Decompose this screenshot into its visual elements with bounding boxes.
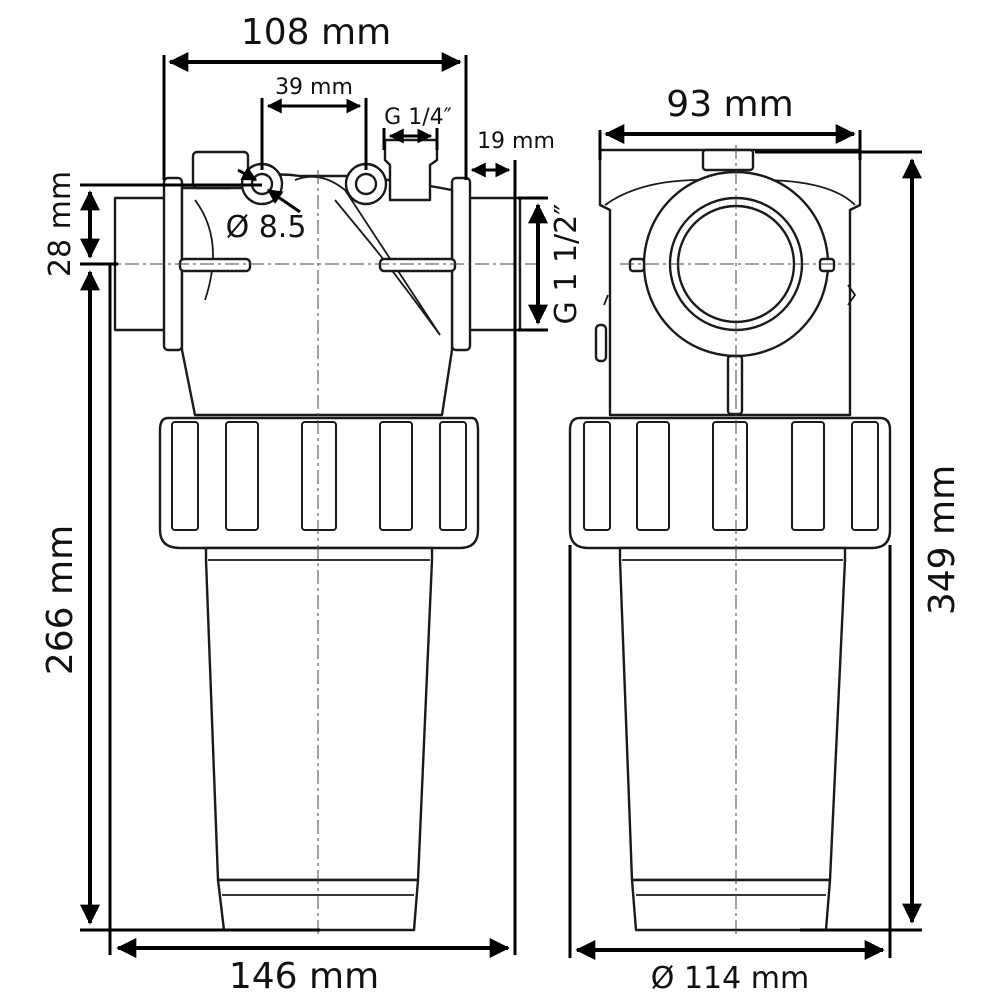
side-top-port <box>701 148 755 172</box>
label-93mm: 93 mm <box>666 84 793 125</box>
front-gauge-port <box>383 138 439 202</box>
label-g-one-half: G 1 1/2″ <box>549 204 584 325</box>
label-bowl-diameter: Ø 114 mm <box>651 961 809 996</box>
front-head-body <box>180 173 454 417</box>
label-108mm: 108 mm <box>241 12 391 53</box>
label-266mm: 266 mm <box>40 525 81 675</box>
label-port-diameter: Ø 8.5 <box>226 210 307 245</box>
side-bowl-base <box>630 878 832 932</box>
side-rib <box>726 354 744 416</box>
front-left-stub <box>178 257 252 273</box>
label-g-quarter: G 1/4″ <box>384 105 452 130</box>
label-349mm: 349 mm <box>922 465 963 615</box>
label-19mm: 19 mm <box>477 129 555 154</box>
label-28mm: 28 mm <box>43 171 78 277</box>
front-dimensions <box>80 52 548 958</box>
side-valve <box>594 323 608 363</box>
front-port-right-hole <box>354 172 378 196</box>
side-view <box>568 145 892 935</box>
front-view <box>100 138 540 935</box>
side-dimensions <box>568 124 922 960</box>
front-bowl <box>204 546 434 882</box>
label-39mm: 39 mm <box>275 75 353 100</box>
side-bowl <box>618 546 847 882</box>
label-146mm: 146 mm <box>229 956 379 997</box>
front-right-stub <box>378 257 457 273</box>
